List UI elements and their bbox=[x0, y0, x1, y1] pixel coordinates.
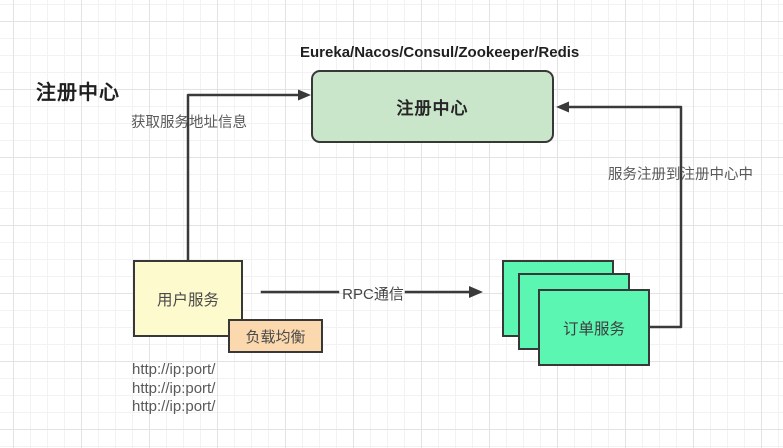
service-url: http://ip:port/ bbox=[132, 398, 216, 415]
rpc-arrowhead-icon bbox=[469, 286, 483, 298]
service-url: http://ip:port/ bbox=[132, 379, 216, 397]
user-to-registry-connector bbox=[186, 93, 302, 262]
user-to-registry-arrowhead-icon bbox=[298, 89, 311, 101]
load-balancer-node: 负载均衡 bbox=[228, 319, 323, 353]
service-url-list: http://ip:port/ http://ip:port/ http://i… bbox=[132, 361, 215, 417]
get-service-address-label: 获取服务地址信息 bbox=[131, 115, 247, 131]
order-service-node: 订单服务 bbox=[538, 289, 650, 366]
order-to-registry-connector bbox=[564, 105, 683, 329]
user-service-node-label: 用户服务 bbox=[156, 291, 219, 309]
page-title: 注册中心 bbox=[36, 82, 120, 104]
order-service-node-label: 订单服务 bbox=[562, 320, 625, 338]
load-balancer-node-label: 负载均衡 bbox=[245, 328, 306, 346]
service-url: http://ip:port/ bbox=[132, 361, 216, 378]
user-service-node: 用户服务 bbox=[133, 260, 243, 337]
order-service-stack: 订单服务 bbox=[502, 260, 652, 368]
register-to-registry-label: 服务注册到注册中心中 bbox=[608, 167, 753, 183]
registry-center-node: 注册中心 bbox=[311, 70, 554, 143]
registry-center-node-label: 注册中心 bbox=[396, 99, 469, 118]
registry-implementations-label: Eureka/Nacos/Consul/Zookeeper/Redis bbox=[300, 44, 580, 61]
rpc-communication-label: RPC通信 bbox=[342, 286, 404, 303]
order-to-registry-arrowhead-icon bbox=[556, 101, 569, 113]
